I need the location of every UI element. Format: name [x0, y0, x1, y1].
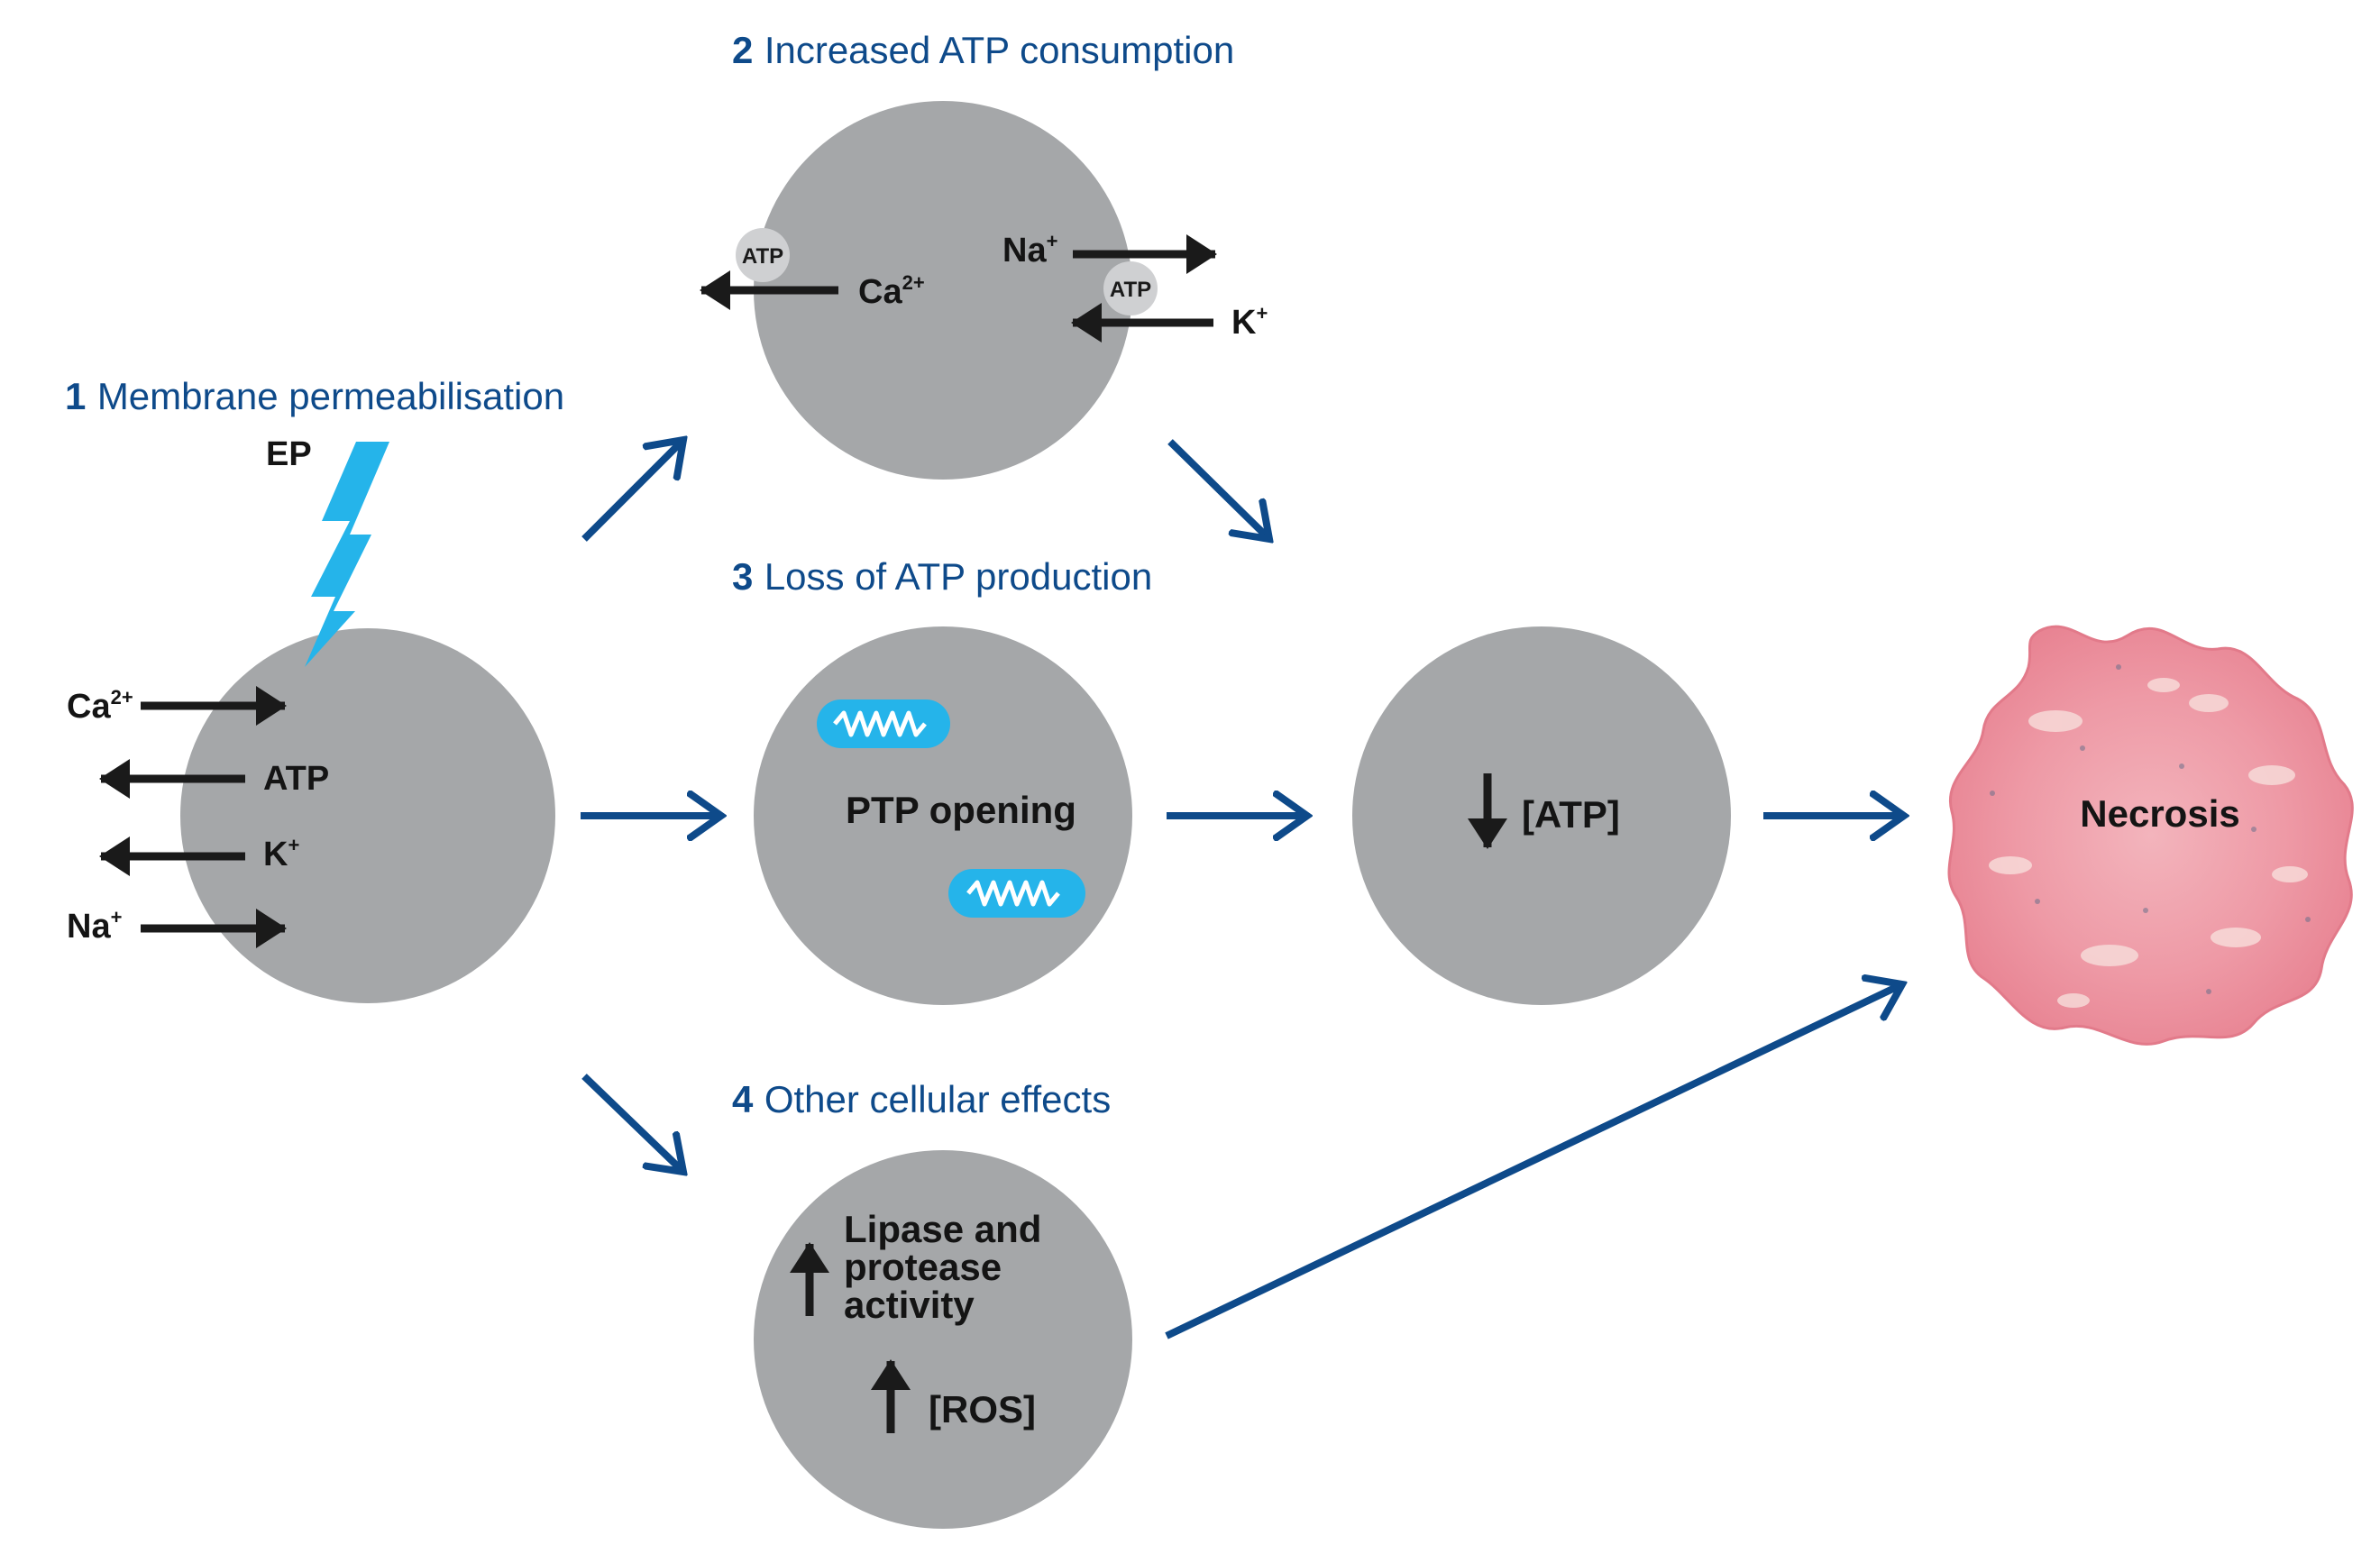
cell-membrane-permeabilisation: EP Ca2+ ATP K+ Na+: [67, 435, 555, 1003]
step-number: 3: [732, 555, 753, 598]
ptp-opening-label: PTP opening: [846, 789, 1076, 831]
svg-text:3 Loss of ATP production: 3 Loss of ATP production: [732, 555, 1152, 598]
ion-label-atp: ATP: [263, 760, 329, 798]
svg-text:2 Increased ATP consumpt: 2 Increased ATP consumption: [732, 29, 1234, 71]
step-3-heading: 3 Loss of ATP production: [732, 555, 1152, 598]
cell-other-effects: Lipase and protease activity [ROS]: [754, 1150, 1132, 1529]
step-title: Membrane permeabilisation: [97, 375, 564, 417]
atp-badge: [736, 228, 790, 282]
flow-arrows: [581, 439, 1904, 1339]
ion-label-ca: Ca2+: [67, 686, 133, 726]
lipase-line-2: protease: [844, 1246, 1002, 1288]
cell-decreased-atp: [ATP]: [1352, 626, 1731, 1005]
atp-badge: [1103, 261, 1158, 315]
atp-badge-label: ATP: [742, 244, 783, 269]
svg-text:4 Other cellular effects: 4 Other cellular effects: [732, 1078, 1111, 1120]
step-number: 4: [732, 1078, 754, 1120]
necrosis-label: Necrosis: [2080, 792, 2239, 835]
lightning-bolt-icon: [305, 442, 389, 667]
step-2-heading: 2 Increased ATP consumption: [732, 29, 1234, 71]
cell-body: [754, 1150, 1132, 1529]
flow-arrow-4-to-necrosis: [1165, 984, 1902, 1339]
cell-body: [754, 101, 1132, 480]
ion-label-na: Na+: [67, 906, 122, 946]
cell-body: [1352, 626, 1731, 1005]
ros-label: [ROS]: [929, 1388, 1036, 1431]
cell-body: [180, 628, 555, 1003]
flow-arrow-2-to-5: [1167, 439, 1269, 539]
necrotic-cell-texture: [1989, 678, 2308, 1008]
step-1-heading: 1 Membrane permeabilisation: [65, 375, 564, 417]
ion-label-k: K+: [1231, 302, 1268, 342]
mitochondrion-icon: [948, 869, 1085, 918]
ion-label-na: Na+: [1002, 230, 1057, 270]
necrotic-cell-speckles: [1990, 664, 2311, 994]
atp-badge-label: ATP: [1110, 278, 1151, 302]
svg-text:1 Membrane permeabilisat: 1 Membrane permeabilisation: [65, 375, 564, 417]
mitochondrion-icon: [817, 699, 950, 748]
ep-label: EP: [266, 435, 312, 473]
step-title: Increased ATP consumption: [764, 29, 1234, 71]
step-number: 1: [65, 375, 86, 417]
necrotic-cell: Necrosis: [1947, 625, 2354, 1046]
ion-label-k: K+: [263, 834, 299, 873]
flow-arrow-1-to-2: [581, 440, 683, 542]
flow-arrow-1-to-4: [581, 1074, 683, 1172]
step-title: Other cellular effects: [764, 1078, 1111, 1120]
cell-ptp-opening: PTP opening: [754, 626, 1132, 1005]
atp-level-label: [ATP]: [1522, 793, 1620, 836]
lipase-line-1: Lipase and: [844, 1208, 1041, 1250]
ion-label-ca: Ca2+: [858, 271, 925, 311]
step-number: 2: [732, 29, 753, 71]
cell-atp-consumption: ATP Ca2+ Na+ ATP K+: [700, 101, 1268, 480]
step-4-heading: 4 Other cellular effects: [732, 1078, 1111, 1120]
lipase-line-3: activity: [844, 1284, 975, 1326]
step-title: Loss of ATP production: [764, 555, 1152, 598]
